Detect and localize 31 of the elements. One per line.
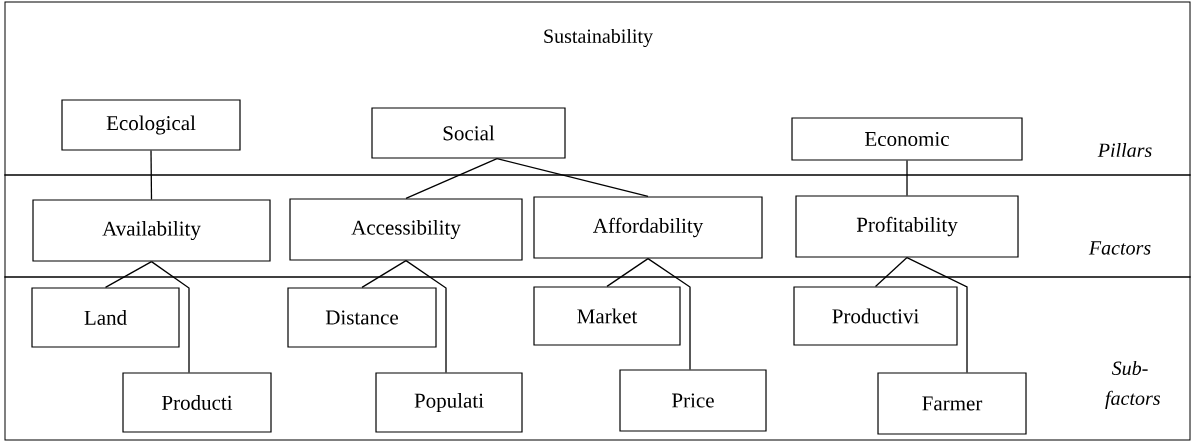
text-box: Productivi xyxy=(793,286,958,346)
connector-line xyxy=(906,159,908,197)
text-box: Producti xyxy=(122,372,272,433)
connector-line xyxy=(104,260,153,289)
text-box: Distance xyxy=(287,287,437,348)
text-box: Social xyxy=(371,107,566,159)
text-box: Profitability xyxy=(795,195,1019,258)
connector-line xyxy=(647,257,691,371)
connector-line xyxy=(874,256,908,288)
text-box: Affordability xyxy=(533,196,763,259)
text-box: Farmer xyxy=(877,372,1027,435)
text-box: Price xyxy=(619,369,767,432)
text-box: Availability xyxy=(32,199,271,262)
level-label: Sub-factors xyxy=(1105,360,1160,410)
connector-line xyxy=(606,257,649,288)
text-box: Land xyxy=(31,287,180,348)
connector-line xyxy=(906,256,968,374)
text-box: Populati xyxy=(375,372,523,433)
text-box: Accessibility xyxy=(289,198,523,261)
connector-line xyxy=(405,259,447,374)
connector-line xyxy=(405,157,498,200)
connector-line xyxy=(150,260,190,374)
connector-line xyxy=(361,259,407,289)
level-label: Pillars xyxy=(1097,142,1152,158)
title: Sustainability xyxy=(544,28,653,48)
connector-line xyxy=(150,149,153,201)
text-box: Ecological xyxy=(61,99,241,151)
connector-line xyxy=(496,157,649,198)
level-label: Factors xyxy=(1088,241,1151,255)
text-box: Market xyxy=(533,286,681,346)
text-box: Economic xyxy=(791,117,1023,161)
